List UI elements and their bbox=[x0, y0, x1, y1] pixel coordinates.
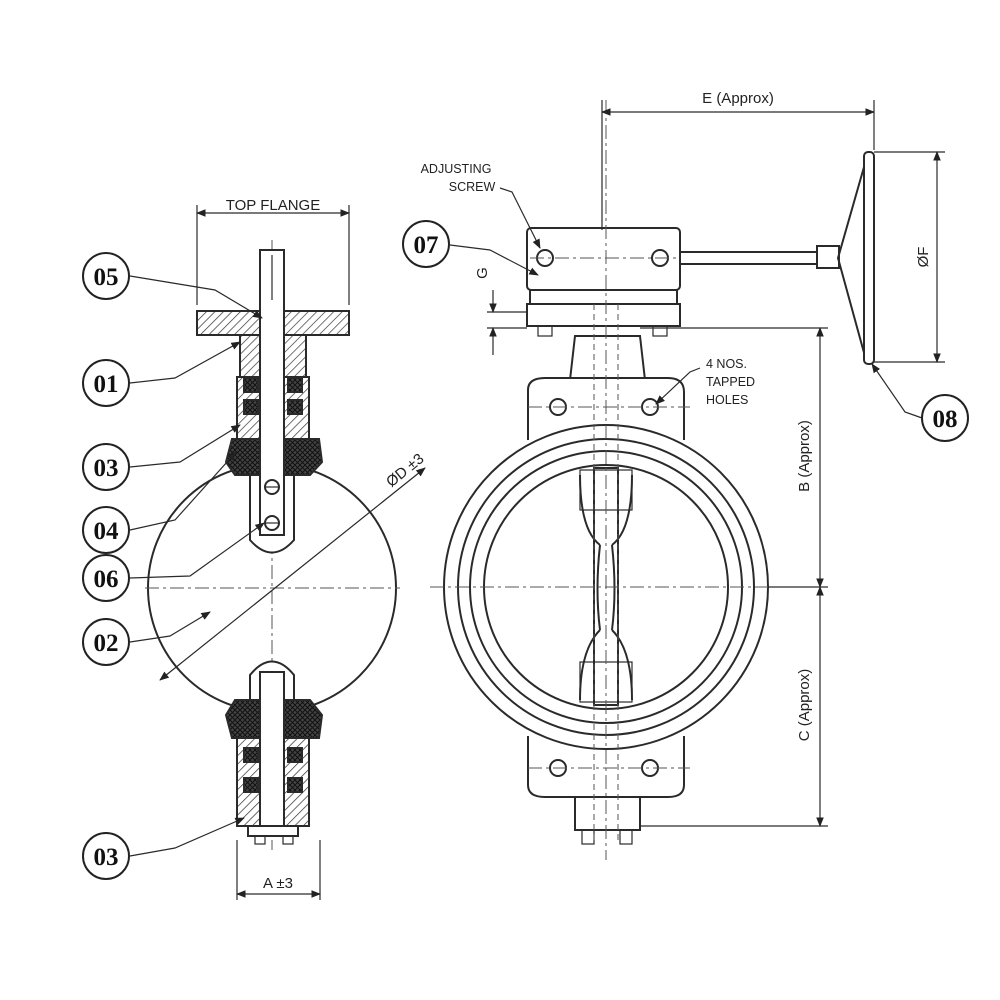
top-flange-label: TOP FLANGE bbox=[226, 197, 320, 214]
svg-text:05: 05 bbox=[94, 264, 119, 291]
svg-text:04: 04 bbox=[94, 518, 120, 545]
svg-text:07: 07 bbox=[414, 232, 439, 259]
callout-07: 07 bbox=[402, 220, 450, 268]
callout-06: 06 bbox=[82, 554, 130, 602]
callout-04: 04 bbox=[82, 506, 130, 554]
svg-text:03: 03 bbox=[94, 844, 119, 871]
callout-01: 01 bbox=[82, 359, 130, 407]
bottom-stem bbox=[259, 671, 285, 835]
svg-text:02: 02 bbox=[94, 630, 119, 657]
callout-05: 05 bbox=[82, 252, 130, 300]
callout-02: 02 bbox=[82, 618, 130, 666]
left-leaders bbox=[129, 275, 265, 857]
svg-text:03: 03 bbox=[94, 455, 119, 482]
dim-a-label: A ±3 bbox=[263, 875, 293, 892]
tapped-holes-label-2: TAPPED bbox=[706, 375, 755, 389]
dia-d-label: ØD ±3 bbox=[383, 450, 427, 490]
callout-03-bottom: 03 bbox=[82, 832, 130, 880]
tapped-holes-label-3: HOLES bbox=[706, 393, 748, 407]
dim-c-label: C (Approx) bbox=[796, 669, 813, 742]
side-section-view bbox=[145, 205, 426, 900]
callout-08: 08 bbox=[921, 394, 969, 442]
handwheel-shaft bbox=[679, 251, 821, 265]
adjusting-screw-label-1: ADJUSTING bbox=[421, 162, 492, 176]
dim-e-label: E (Approx) bbox=[702, 90, 774, 107]
dim-f-label: ØF bbox=[915, 247, 932, 268]
adjusting-screw-label-2: SCREW bbox=[449, 180, 496, 194]
front-view bbox=[430, 100, 945, 860]
svg-text:06: 06 bbox=[94, 566, 119, 593]
callout-03-top: 03 bbox=[82, 443, 130, 491]
svg-text:08: 08 bbox=[933, 406, 958, 433]
svg-text:01: 01 bbox=[94, 371, 119, 398]
dim-b-label: B (Approx) bbox=[796, 420, 813, 492]
dim-g-label: G bbox=[474, 267, 491, 279]
handwheel bbox=[836, 159, 867, 361]
tapped-holes-label-1: 4 NOS. bbox=[706, 357, 747, 371]
